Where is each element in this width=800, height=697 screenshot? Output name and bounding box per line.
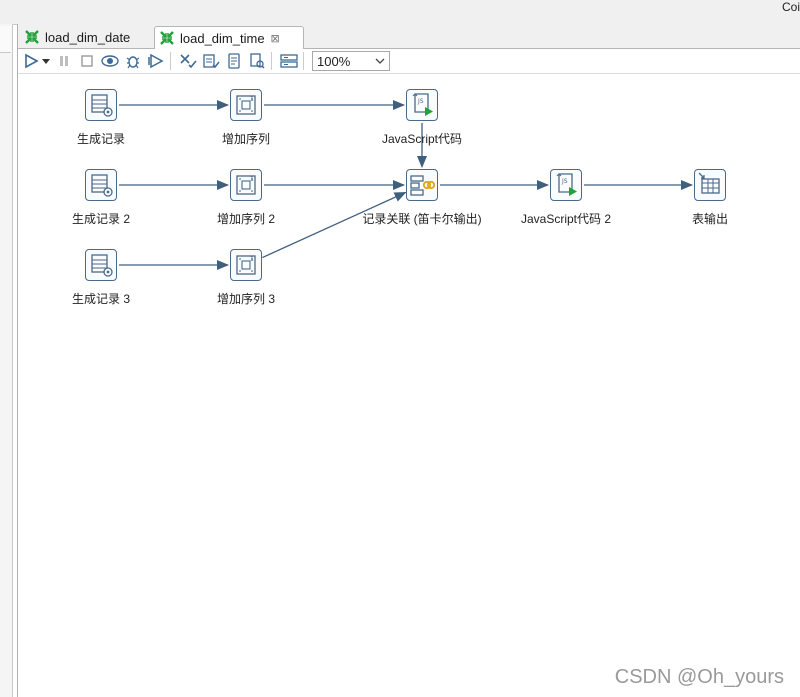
- step-label: JavaScript代码 2: [520, 212, 612, 226]
- svg-text:JS: JS: [417, 98, 424, 105]
- generate-rows-icon: [91, 174, 113, 197]
- step-seq1[interactable]: 1: [230, 89, 262, 121]
- step-gen3[interactable]: [85, 249, 117, 281]
- run-icon[interactable]: [21, 51, 41, 71]
- chevron-down-icon: [375, 58, 385, 64]
- transformation-canvas[interactable]: 生成记录 1 增加序列 JS JavaScript代码 生成记录 2 1 增加序…: [18, 74, 800, 697]
- hops-layer: [119, 100, 693, 270]
- step-seq3[interactable]: 1: [230, 249, 262, 281]
- step-label: 增加序列 2: [216, 212, 276, 226]
- step-label: JavaScript代码: [381, 132, 463, 146]
- step-label: 生成记录 2: [71, 212, 131, 226]
- join-rows-icon: [410, 175, 436, 196]
- toolbar-separator: [271, 52, 272, 70]
- step-label: 生成记录 3: [71, 292, 131, 306]
- step-js2[interactable]: JS: [550, 169, 582, 201]
- debug-icon[interactable]: [123, 51, 143, 71]
- generate-rows-icon: [91, 254, 113, 277]
- step-label: 增加序列: [221, 132, 271, 146]
- impact-icon[interactable]: [201, 51, 221, 71]
- preview-icon[interactable]: [100, 51, 120, 71]
- editor-tab-bar: load_dim_date load_dim_time ⊠: [18, 24, 800, 49]
- verify-icon[interactable]: [178, 51, 198, 71]
- transformation-icon: [160, 31, 174, 45]
- step-js1[interactable]: JS: [406, 89, 438, 121]
- pause-icon[interactable]: [54, 51, 74, 71]
- zoom-value: 100%: [317, 53, 351, 69]
- step-label: 表输出: [691, 212, 729, 226]
- tab-label: load_dim_date: [45, 29, 131, 45]
- explore-db-icon[interactable]: [247, 51, 267, 71]
- svg-text:1: 1: [250, 176, 254, 183]
- replay-icon[interactable]: [146, 51, 166, 71]
- transformation-icon: [25, 30, 39, 44]
- svg-text:1: 1: [250, 96, 254, 103]
- add-sequence-icon: 1: [236, 95, 256, 115]
- toolbar-separator: [170, 52, 171, 70]
- sql-icon[interactable]: [224, 51, 244, 71]
- step-label: 增加序列 3: [216, 292, 276, 306]
- add-sequence-icon: 1: [236, 255, 256, 275]
- step-label: 记录关联 (笛卡尔输出): [362, 212, 482, 226]
- step-gen2[interactable]: [85, 169, 117, 201]
- table-output-icon: [698, 172, 720, 194]
- tab-load-dim-time[interactable]: load_dim_time ⊠: [154, 26, 304, 49]
- generate-rows-icon: [91, 94, 113, 117]
- run-dropdown-icon[interactable]: [41, 51, 51, 71]
- step-seq2[interactable]: 1: [230, 169, 262, 201]
- watermark: CSDN @Oh_yours: [614, 666, 784, 688]
- step-gen1[interactable]: [85, 89, 117, 121]
- tab-label: load_dim_time: [180, 30, 265, 46]
- svg-text:JS: JS: [561, 178, 568, 185]
- stop-icon[interactable]: [77, 51, 97, 71]
- top-right-text: Coi: [781, 0, 800, 14]
- add-sequence-icon: 1: [236, 175, 256, 195]
- javascript-script-icon: JS: [412, 93, 433, 116]
- svg-text:1: 1: [250, 256, 254, 263]
- javascript-script-icon: JS: [556, 173, 577, 196]
- tab-load-dim-date[interactable]: load_dim_date: [20, 26, 154, 48]
- transformation-toolbar: 100%: [18, 49, 800, 74]
- show-results-icon[interactable]: [279, 51, 299, 71]
- step-label: 生成记录: [76, 132, 126, 146]
- hop-seq3-to-join[interactable]: [262, 191, 407, 259]
- toolbar-separator: [303, 52, 304, 70]
- zoom-select[interactable]: 100%: [312, 51, 390, 71]
- step-out[interactable]: [694, 169, 726, 201]
- left-panel-header[interactable]: [0, 26, 11, 53]
- close-tab-icon[interactable]: ⊠: [270, 32, 280, 45]
- step-join[interactable]: [406, 169, 438, 201]
- window-top-strip: Coi: [0, 0, 800, 25]
- transformation-editor: load_dim_date load_dim_time ⊠: [17, 24, 800, 697]
- left-side-panel: [0, 24, 13, 697]
